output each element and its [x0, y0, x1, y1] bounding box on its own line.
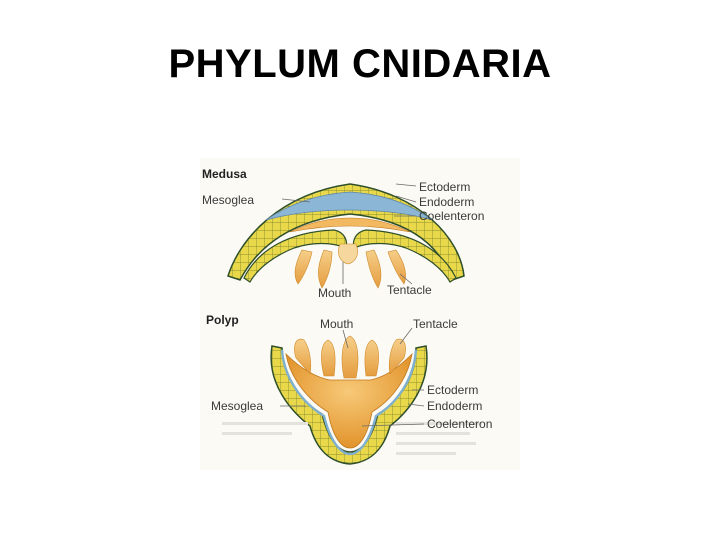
polyp-mesoglea-label: Mesoglea	[211, 399, 263, 413]
polyp-coelenteron-leader	[361, 423, 425, 427]
polyp-tentacle	[364, 339, 379, 377]
medusa-tentacle	[294, 249, 313, 285]
polyp-body	[270, 335, 428, 465]
medusa-mesoglea-leader	[281, 198, 311, 203]
polyp-mouth-label: Mouth	[320, 317, 353, 331]
polyp-mesoglea-layer	[280, 349, 418, 456]
medusa-body	[227, 183, 465, 289]
polyp-endoderm-leader	[407, 403, 425, 407]
polyp-tentacle	[341, 335, 359, 379]
polyp-coelenteron-label: Coelenteron	[427, 417, 492, 431]
medusa-coelenteron	[289, 217, 411, 233]
medusa-ectoderm-leader	[395, 183, 417, 187]
medusa-tentacle	[365, 249, 382, 289]
polyp-endoderm-label: Endoderm	[427, 399, 482, 413]
polyp-tentacle-leader	[399, 327, 413, 345]
polyp-tentacle	[294, 338, 312, 375]
slide-title: PHYLUM CNIDARIA	[168, 42, 552, 86]
medusa-mesoglea-label: Mesoglea	[202, 193, 254, 207]
medusa-ectoderm-label: Ectoderm	[419, 180, 470, 194]
polyp-ectoderm-layer	[270, 345, 428, 465]
medusa-mesoglea-layer	[265, 191, 433, 221]
polyp-mouth-leader	[342, 329, 349, 349]
medusa-tentacle-label: Tentacle	[387, 283, 432, 297]
medusa-mouth-label: Mouth	[318, 286, 351, 300]
medusa-tentacle	[387, 249, 406, 285]
medusa-endoderm-label: Endoderm	[419, 195, 474, 209]
medusa-section-title: Medusa	[202, 167, 247, 181]
polyp-tentacles	[294, 335, 406, 379]
medusa-coelenteron-label: Coelenteron	[419, 209, 484, 223]
cnidaria-diagram: Medusa Mesoglea Ectoderm Endoderm Coelen…	[200, 158, 520, 470]
polyp-coelenteron	[285, 352, 413, 449]
medusa-tentacle	[338, 243, 358, 265]
medusa-tentacles	[294, 243, 406, 289]
medusa-endoderm-leader	[395, 195, 417, 203]
polyp-tentacle-label: Tentacle	[413, 317, 458, 331]
polyp-ectoderm-label: Ectoderm	[427, 383, 478, 397]
medusa-tentacle-leader	[399, 273, 413, 285]
polyp-section-title: Polyp	[206, 313, 239, 327]
medusa-tentacle	[318, 249, 333, 289]
polyp-tentacle	[321, 339, 336, 377]
faint-background-text	[222, 422, 482, 455]
cnidaria-diagram-svg: Medusa Mesoglea Ectoderm Endoderm Coelen…	[202, 167, 492, 465]
polyp-tentacle	[388, 338, 406, 375]
